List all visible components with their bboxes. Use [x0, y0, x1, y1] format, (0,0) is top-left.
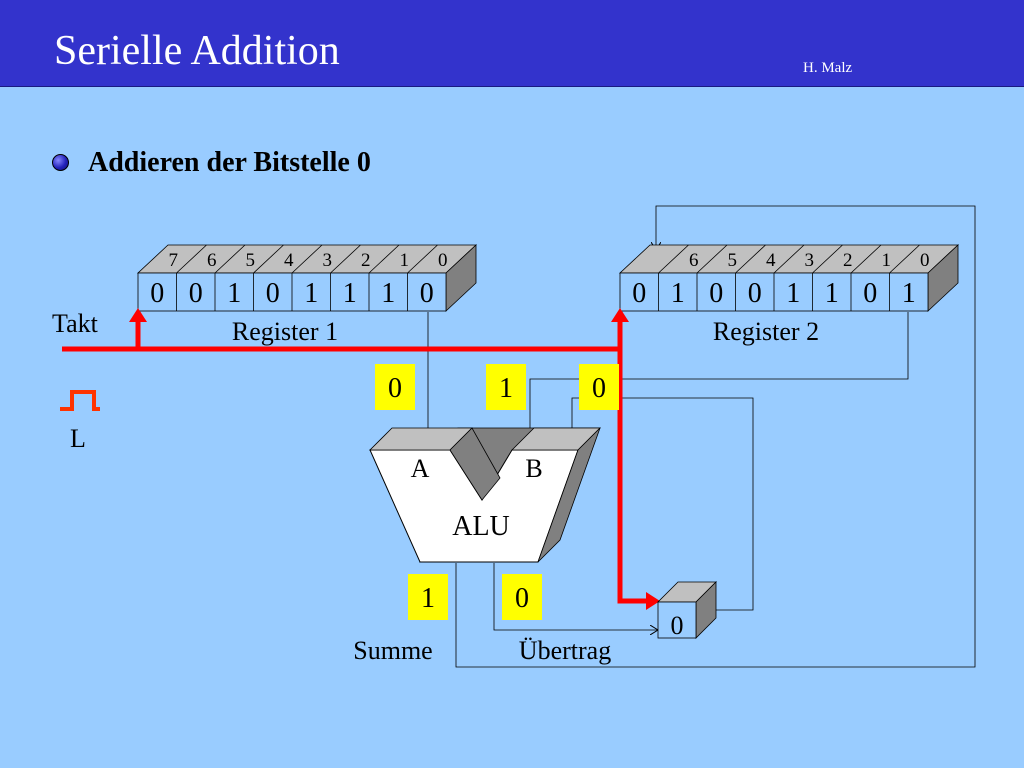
- register-top-divider: [773, 244, 805, 274]
- register-bit: 0: [709, 278, 723, 309]
- register-bit: 0: [150, 278, 164, 309]
- register-bit: 1: [825, 278, 839, 309]
- register-bit: 1: [227, 278, 241, 309]
- register-bit: 1: [304, 278, 318, 309]
- register-bit: 0: [748, 278, 762, 309]
- carry-label: Übertrag: [519, 636, 611, 665]
- flipflop-value: 0: [671, 611, 684, 640]
- register-top-divider: [696, 244, 728, 274]
- slide-title: Serielle Addition: [54, 28, 340, 74]
- signal-wires: [428, 205, 976, 668]
- clock-line: [62, 308, 660, 610]
- register-bit: 1: [381, 278, 395, 309]
- carry-out-value: 0: [515, 583, 529, 614]
- bullet-text: Addieren der Bitstelle 0: [88, 147, 371, 178]
- register-bit-index: 4: [766, 250, 776, 271]
- carry-flipflop: 0: [657, 581, 717, 640]
- register-bit-index: 6: [689, 250, 699, 271]
- input-a-value: 0: [388, 373, 402, 404]
- clock-pulse-icon: [60, 390, 100, 411]
- wire-carry-out: [493, 563, 658, 630]
- register-top-divider: [735, 244, 766, 274]
- bullet-icon: [52, 154, 69, 171]
- carry-in-value: 0: [592, 373, 606, 404]
- alu-label: ALU: [452, 511, 510, 542]
- register-bit-index: 1: [400, 250, 410, 271]
- slide-header: [0, 0, 1024, 87]
- alu-input-b-label: B: [525, 454, 542, 483]
- register-bit-index: 5: [246, 250, 256, 271]
- register-bit: 0: [266, 278, 280, 309]
- register-bit: 0: [863, 278, 877, 309]
- wire-carry-to-alu: [572, 397, 754, 611]
- register-top-divider: [658, 244, 689, 274]
- wire-sum-to-reg2: [455, 205, 976, 668]
- register-top-divider: [330, 244, 361, 274]
- register-top-divider: [176, 244, 207, 274]
- clock-arrow-flipflop: [646, 592, 660, 610]
- wire-reg2-to-alu-b: [530, 312, 909, 436]
- register-bit: 1: [671, 278, 685, 309]
- register-bit: 0: [632, 278, 646, 309]
- register-bit-index: 3: [323, 250, 333, 271]
- register-bit-index: 6: [207, 250, 217, 271]
- register-bit: 0: [420, 278, 434, 309]
- clock-label: Takt: [52, 309, 99, 338]
- register-bit-index: 5: [728, 250, 738, 271]
- register-bit-index: 0: [920, 250, 930, 271]
- register-top-divider: [812, 244, 843, 274]
- clock-arrow-reg1: [129, 308, 147, 322]
- register-top-divider: [214, 244, 246, 274]
- register-bit-index: 7: [169, 250, 179, 271]
- register-bit-index: 2: [843, 250, 853, 271]
- sum-value: 1: [421, 583, 435, 614]
- register-1-label: Register 1: [232, 317, 338, 346]
- register-bit-index: 2: [361, 250, 371, 271]
- register-2-label: Register 2: [713, 317, 819, 346]
- register-top-divider: [889, 244, 920, 274]
- register-bit: 1: [786, 278, 800, 309]
- register-bit: 1: [902, 278, 916, 309]
- register-bit-index: 4: [284, 250, 294, 271]
- register-top-divider: [407, 244, 438, 274]
- clock-level-label: L: [70, 424, 86, 453]
- register-top-divider: [253, 244, 284, 274]
- register-bit: 0: [189, 278, 203, 309]
- sum-label: Summe: [353, 636, 432, 665]
- register-bit: 1: [343, 278, 357, 309]
- register-top-divider: [850, 244, 882, 274]
- alu: A B ALU: [369, 427, 601, 563]
- alu-input-a-label: A: [411, 454, 430, 483]
- register-top-divider: [368, 244, 400, 274]
- register-bit-index: 0: [438, 250, 448, 271]
- register-bit-index: 1: [882, 250, 892, 271]
- value-boxes: 0 1 0 1 0: [375, 364, 619, 620]
- clock-arrow-reg2: [611, 308, 629, 322]
- author-label: H. Malz: [803, 60, 853, 76]
- input-b-value: 1: [499, 373, 513, 404]
- register-bit-index: 3: [805, 250, 815, 271]
- register-top-divider: [291, 244, 323, 274]
